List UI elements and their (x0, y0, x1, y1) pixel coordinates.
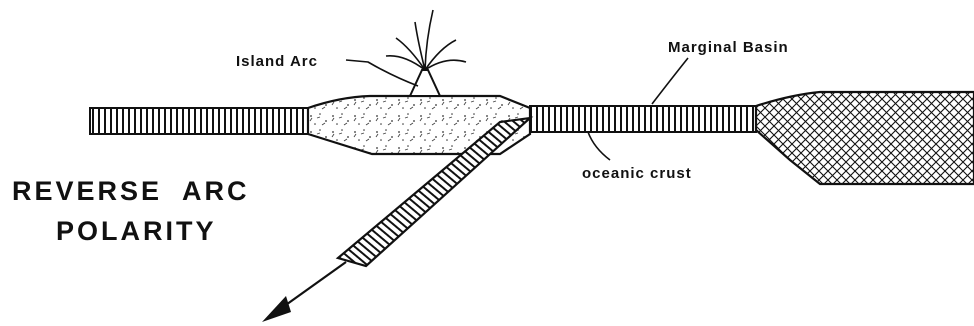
island-arc-leader (346, 60, 418, 86)
title-line-1: REVERSE ARC (12, 176, 250, 206)
volcano-icon (386, 10, 466, 96)
continental-block (756, 92, 974, 184)
marginal-basin-leader (652, 58, 688, 104)
marginal-basin-crust (530, 106, 756, 132)
oceanic-crust-label: oceanic crust (582, 165, 692, 182)
title-line-2: POLARITY (56, 216, 217, 246)
island-arc-label: Island Arc (236, 53, 318, 70)
oceanic-crust-leader (588, 132, 610, 160)
subduction-arrow (262, 262, 346, 322)
left-oceanic-plate (90, 108, 310, 134)
marginal-basin-label: Marginal Basin (668, 39, 789, 56)
